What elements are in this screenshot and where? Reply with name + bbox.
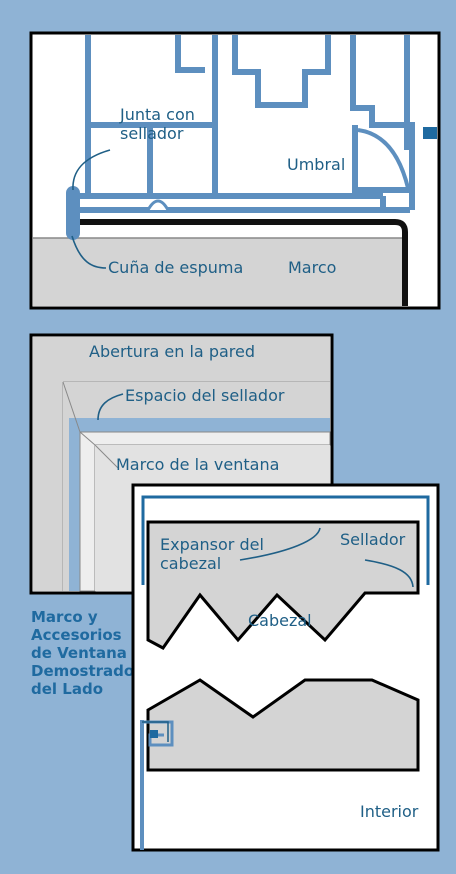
label-expansor-line2: cabezal <box>160 554 221 573</box>
label-interior: Interior <box>360 802 419 821</box>
label-espacio-sellador: Espacio del sellador <box>125 386 285 405</box>
caption-line-3: de Ventana <box>31 644 127 662</box>
label-junta-line1: Junta con <box>119 105 195 124</box>
head-lower <box>146 678 420 772</box>
edge-marker <box>423 127 437 139</box>
label-umbral: Umbral <box>287 155 345 174</box>
black-seal-line <box>80 219 408 306</box>
head-expander <box>141 495 430 585</box>
caption-line-4: Demostrado <box>31 662 134 680</box>
frame-block <box>33 238 405 306</box>
caption-line-2: Accesorios <box>31 626 122 644</box>
head-upper <box>146 520 420 650</box>
label-expansor-line1: Expansor del <box>160 535 264 554</box>
label-abertura: Abertura en la pared <box>89 342 255 361</box>
label-cabezal: Cabezal <box>248 611 312 630</box>
head-detail-panel: Expansor del cabezal Sellador Cabezal In… <box>131 483 440 852</box>
caption: Marco y Accesorios de Ventana Demostrado… <box>31 608 134 698</box>
caption-line-1: Marco y <box>31 608 98 626</box>
label-cuna-espuma: Cuña de espuma <box>108 258 243 277</box>
label-marco-top: Marco <box>288 258 336 277</box>
caption-line-5: del Lado <box>31 680 103 698</box>
label-junta-line2: sellador <box>120 124 184 143</box>
foam-wedge <box>66 186 80 240</box>
sill-cross-section-panel: Junta con sellador Umbral Cuña de espuma… <box>29 31 441 310</box>
label-marco-ventana: Marco de la ventana <box>116 455 279 474</box>
label-sellador: Sellador <box>340 530 406 549</box>
